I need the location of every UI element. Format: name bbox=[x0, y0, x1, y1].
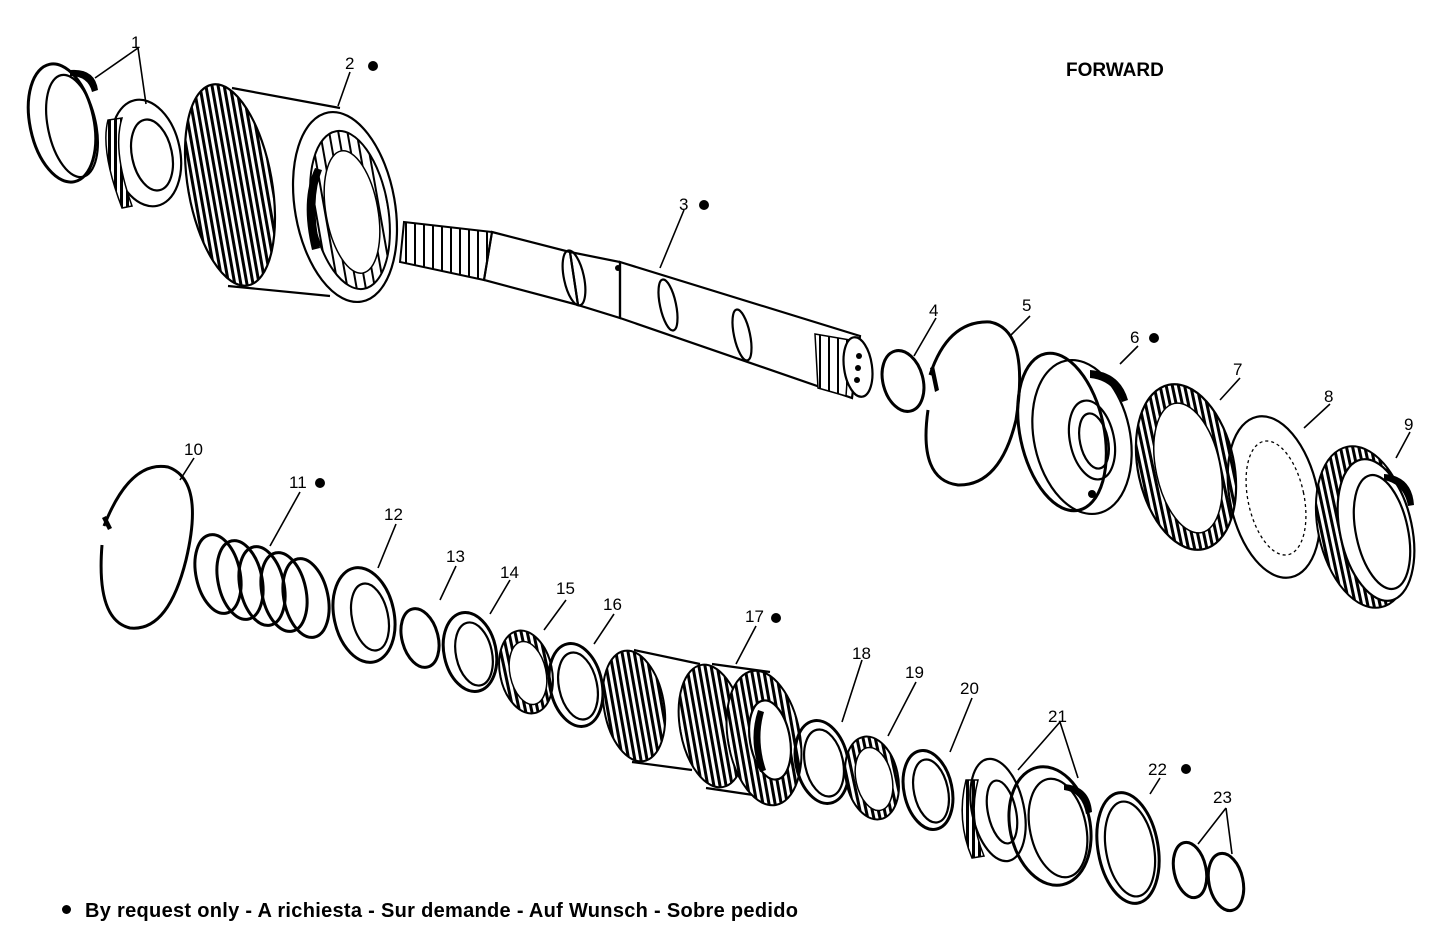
part-19-thrust-bearing bbox=[844, 735, 900, 821]
part-10-snap-ring bbox=[99, 464, 194, 630]
leader-lines bbox=[94, 47, 1411, 855]
callout-17: 17 bbox=[745, 607, 764, 626]
callout-9: 9 bbox=[1404, 415, 1413, 434]
callout-8: 8 bbox=[1324, 387, 1333, 406]
part-20-washer bbox=[901, 749, 955, 831]
callout-labels: 1 2 3 4 5 6 7 8 9 10 11 12 13 14 15 16 1… bbox=[131, 33, 1413, 807]
callout-19: 19 bbox=[905, 663, 924, 682]
part-3-shaft bbox=[398, 220, 874, 400]
part-23-snap-rings bbox=[1171, 840, 1246, 913]
marker-17 bbox=[771, 613, 781, 623]
callout-11: 11 bbox=[289, 473, 307, 492]
callout-15: 15 bbox=[556, 579, 575, 598]
marker-22 bbox=[1181, 764, 1191, 774]
part-6-piston bbox=[1016, 351, 1133, 516]
callout-16: 16 bbox=[603, 595, 622, 614]
part-15-thrust-bearing bbox=[498, 629, 554, 715]
part-12-washer bbox=[331, 566, 397, 664]
part-21-bearing bbox=[961, 757, 1093, 887]
bullet-dot bbox=[62, 905, 71, 915]
marker-2 bbox=[368, 61, 378, 71]
callout-18: 18 bbox=[852, 644, 871, 663]
callout-22: 22 bbox=[1148, 760, 1167, 779]
callout-3: 3 bbox=[679, 195, 688, 214]
part-1-bearing bbox=[26, 62, 183, 209]
marker-6 bbox=[1149, 333, 1159, 343]
part-11-spring bbox=[193, 533, 331, 639]
callout-6: 6 bbox=[1130, 328, 1139, 347]
callout-7: 7 bbox=[1233, 360, 1242, 379]
part-16-washer bbox=[547, 642, 605, 728]
part-17-sun-gear bbox=[601, 648, 803, 807]
marker-3 bbox=[699, 200, 709, 210]
part-13-snap-ring bbox=[399, 607, 441, 669]
part-22-washer bbox=[1095, 791, 1161, 905]
callout-4: 4 bbox=[929, 301, 938, 320]
callout-20: 20 bbox=[960, 679, 979, 698]
part-7-friction-disc bbox=[1134, 383, 1238, 551]
callout-23: 23 bbox=[1213, 788, 1232, 807]
callout-5: 5 bbox=[1022, 296, 1031, 315]
callout-10: 10 bbox=[184, 440, 203, 459]
callout-1: 1 bbox=[131, 33, 140, 52]
part-4-snap-ring bbox=[880, 349, 926, 413]
footnote: By request only - A richiesta - Sur dema… bbox=[62, 900, 798, 923]
footnote-text: By request only - A richiesta - Sur dema… bbox=[85, 900, 799, 922]
callout-13: 13 bbox=[446, 547, 465, 566]
part-9-ring bbox=[1314, 445, 1416, 609]
part-5-snap-ring bbox=[924, 320, 1022, 487]
part-2-ring-gear bbox=[183, 83, 399, 304]
callout-21: 21 bbox=[1048, 707, 1067, 726]
callout-12: 12 bbox=[384, 505, 403, 524]
part-14-washer bbox=[441, 611, 499, 693]
forward-label: FORWARD bbox=[1066, 60, 1164, 81]
callout-2: 2 bbox=[345, 54, 354, 73]
marker-11 bbox=[315, 478, 325, 488]
callout-14: 14 bbox=[500, 563, 519, 582]
